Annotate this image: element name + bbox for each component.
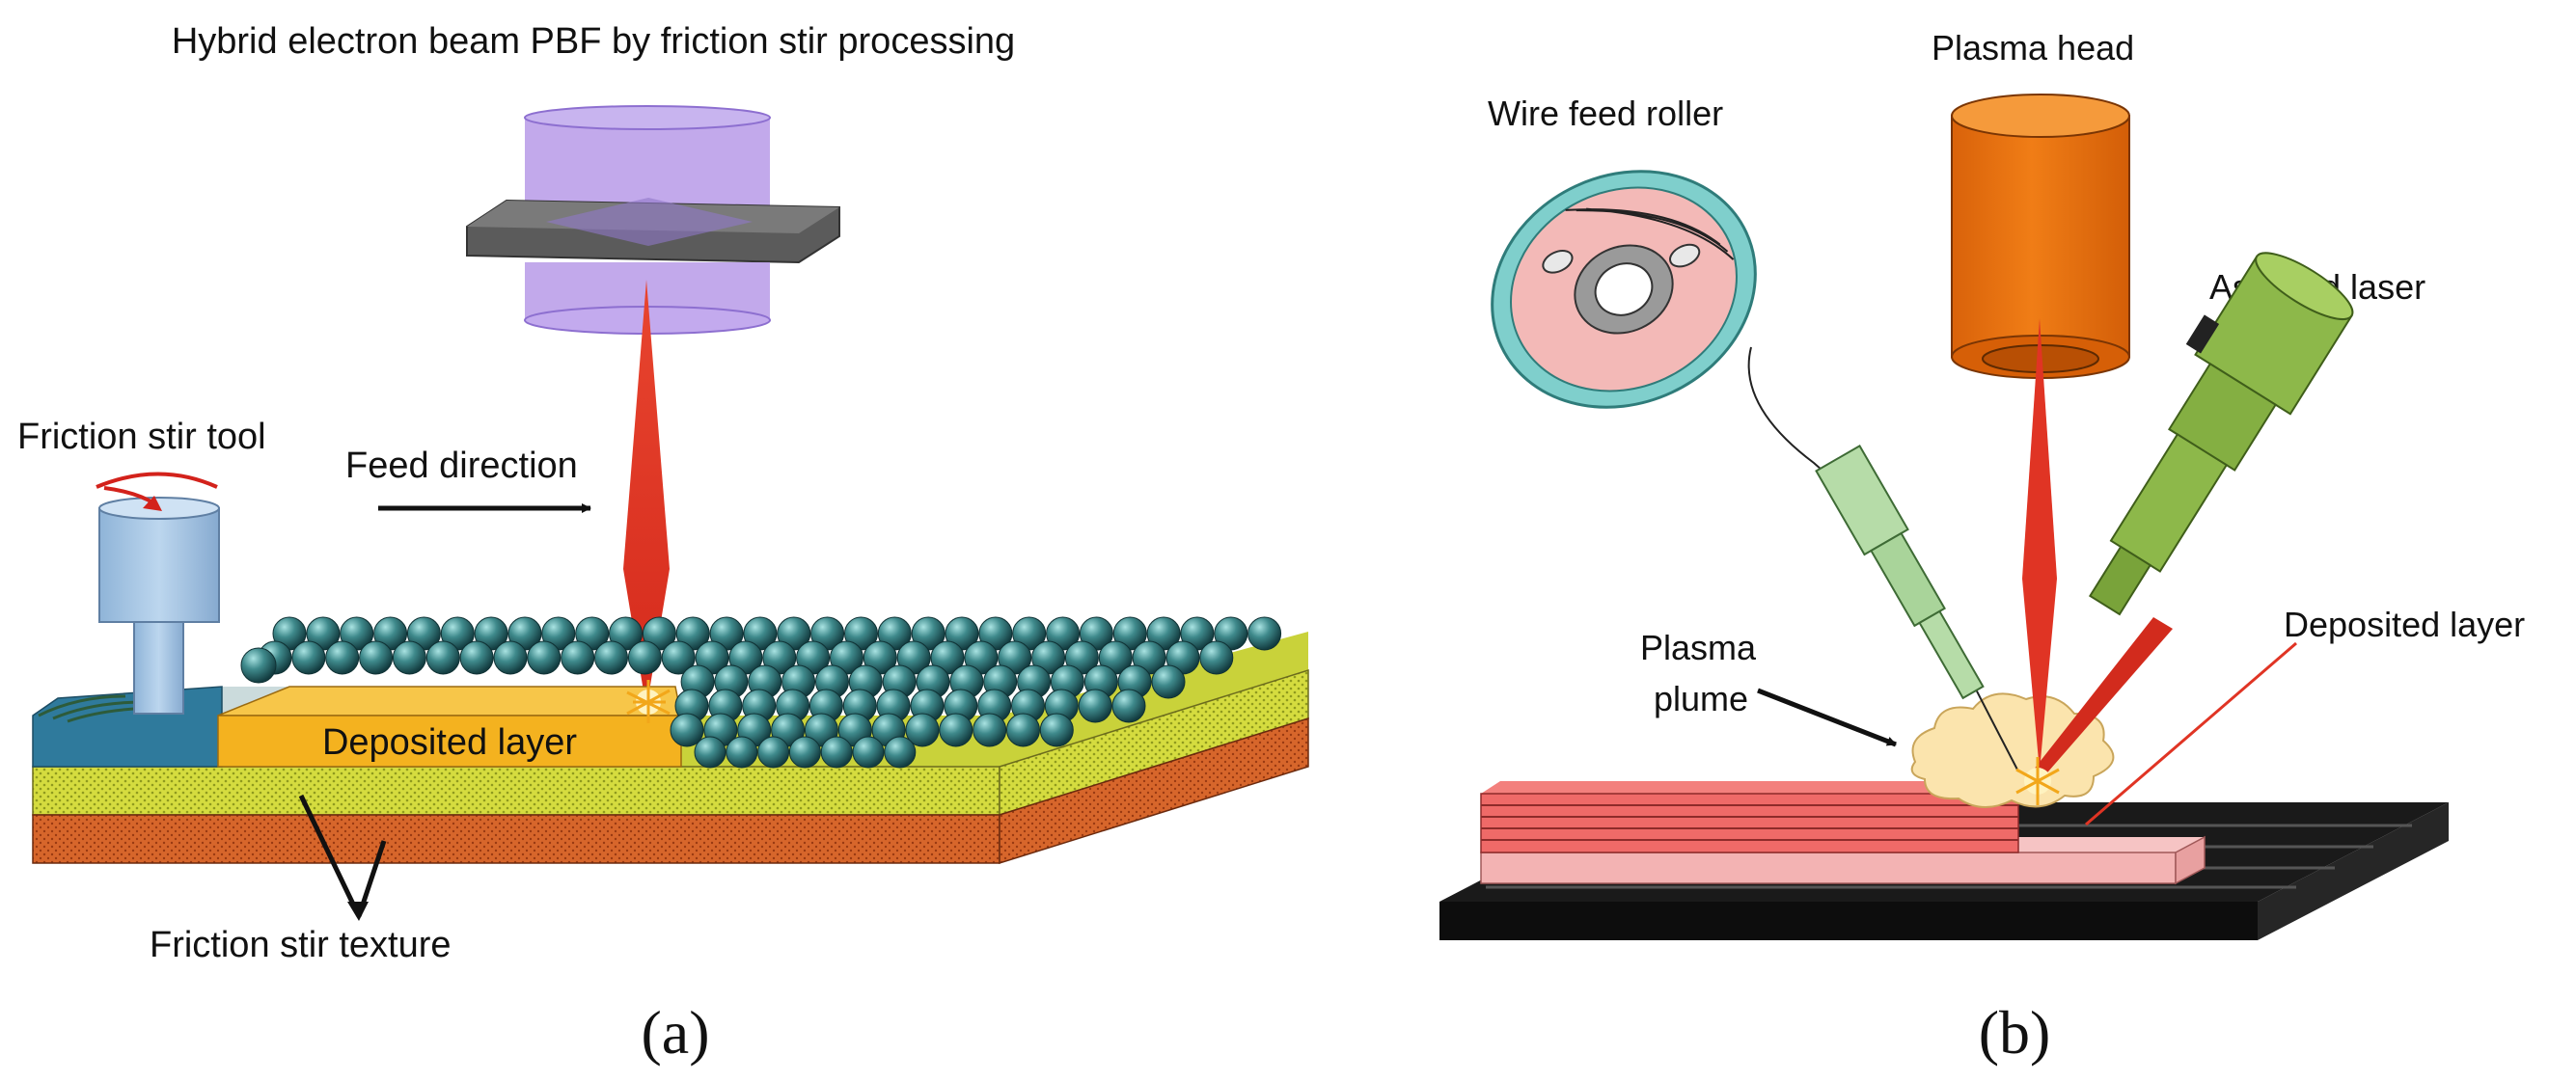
powder-particle (359, 640, 394, 675)
plasma-plume (1910, 692, 2115, 808)
roller-slot-2 (1669, 243, 1701, 268)
stack-front (1480, 793, 2019, 853)
powder-particle (726, 736, 758, 769)
plasma-plume-label-line1: Plasma (1640, 628, 1757, 667)
platform-side (2258, 802, 2449, 940)
electron-beam (623, 280, 670, 709)
feed-direction-label: Feed direction (345, 446, 578, 486)
wire-feed-roller-label: Wire feed roller (1488, 94, 1723, 133)
powder-particle (1039, 713, 1074, 747)
powder-particle (852, 736, 885, 769)
powder-particle (670, 713, 704, 747)
substrate-orange-layer (32, 814, 1000, 864)
plasma-beam (2022, 318, 2057, 771)
powder-particle (1006, 713, 1040, 747)
laser-knob (2185, 314, 2220, 354)
roller-wire-turns (1565, 207, 1735, 260)
plasma-head-label: Plasma head (1932, 28, 2134, 68)
powder-particle (905, 713, 940, 747)
electron-gun-top-face (524, 105, 771, 130)
powder-particle (325, 640, 360, 675)
friction-stir-tool-label: Friction stir tool (17, 417, 266, 457)
base-layer-side (2175, 835, 2206, 885)
powder-particle (1078, 689, 1112, 723)
deposited-layer-label-a: Deposited layer (322, 722, 577, 763)
plasma-plume-pointer (1757, 688, 1897, 747)
nozzle-tip (1918, 609, 1985, 700)
electron-gun (466, 105, 840, 335)
plasma-head-body (1951, 115, 2130, 358)
powder-particle (627, 640, 662, 675)
powder-particle (1111, 689, 1146, 723)
wire-nozzle (1815, 444, 1985, 700)
stack-top (1481, 781, 2038, 794)
powder-particle (884, 736, 917, 769)
powder-particle (788, 736, 821, 769)
texture-pointer-left (298, 794, 362, 918)
laser-tip (2088, 545, 2152, 616)
texture-pointer-head (347, 902, 369, 921)
rotation-arrow-arc (96, 472, 218, 489)
deposited-layer-top (217, 686, 682, 717)
panel-letter-a: (a) (641, 998, 709, 1067)
substrate-orange-side (999, 717, 1309, 865)
panel-a-title: Hybrid electron beam PBF by friction sti… (172, 21, 1015, 62)
rotation-arrow-head (143, 496, 162, 511)
assisted-laser-beam (2026, 617, 2173, 786)
friction-stir-tool-shoulder (98, 507, 220, 623)
powder-particle (661, 640, 696, 675)
powder-particle (1151, 664, 1186, 699)
powder-particle (1199, 640, 1234, 675)
powder-particle (594, 640, 628, 675)
roller-bore (1594, 262, 1654, 316)
wire-feed-roller (1491, 170, 1757, 409)
platform-front (1439, 902, 2258, 940)
powder-particle (757, 736, 790, 769)
friction-stir-tool-pin (133, 621, 184, 715)
plasma-plume-label-line2: plume (1654, 679, 1748, 718)
powder-particle (240, 647, 277, 684)
powder-particle (392, 640, 426, 675)
base-layer-front (1480, 852, 2177, 884)
friction-stir-tool (96, 472, 220, 715)
nozzle-middle (1870, 531, 1946, 628)
powder-particle (459, 640, 494, 675)
deposited-layer-pointer (2085, 641, 2297, 826)
friction-stirred-zone (32, 686, 223, 768)
powder-particle (425, 640, 460, 675)
powder-particle (527, 640, 562, 675)
powder-particle (291, 640, 326, 675)
roller-slot-1 (1542, 249, 1574, 274)
powder-particle (1247, 616, 1282, 651)
laser-housing-top (2255, 252, 2354, 321)
deposited-layer-label-b: Deposited layer (2284, 605, 2525, 644)
assisted-laser (2088, 252, 2354, 616)
powder-particle (694, 736, 726, 769)
panel-letter-b: (b) (1979, 998, 2051, 1067)
powder-particle (820, 736, 853, 769)
powder-particle (561, 640, 595, 675)
friction-stir-texture-label: Friction stir texture (150, 925, 452, 965)
spark-rays (626, 680, 671, 723)
panel-b: Wire feed roller Plasma head Assisted la… (1439, 28, 2525, 1067)
deposited-stack (1480, 781, 2038, 853)
electron-gun-inner-cone (546, 198, 753, 246)
stack-lines (1481, 804, 2018, 841)
spark-b-rays (2015, 757, 2060, 805)
melt-spark (626, 680, 671, 723)
powder-particle (939, 713, 973, 747)
powder-particle (493, 640, 528, 675)
substrate-olive-layer (32, 766, 1000, 816)
melt-spark-b (2015, 757, 2060, 805)
plasma-head-top (1951, 94, 2130, 138)
powder-particle (973, 713, 1007, 747)
powder-bed (240, 616, 1282, 769)
panel-a: Hybrid electron beam PBF by friction sti… (17, 21, 1309, 1067)
